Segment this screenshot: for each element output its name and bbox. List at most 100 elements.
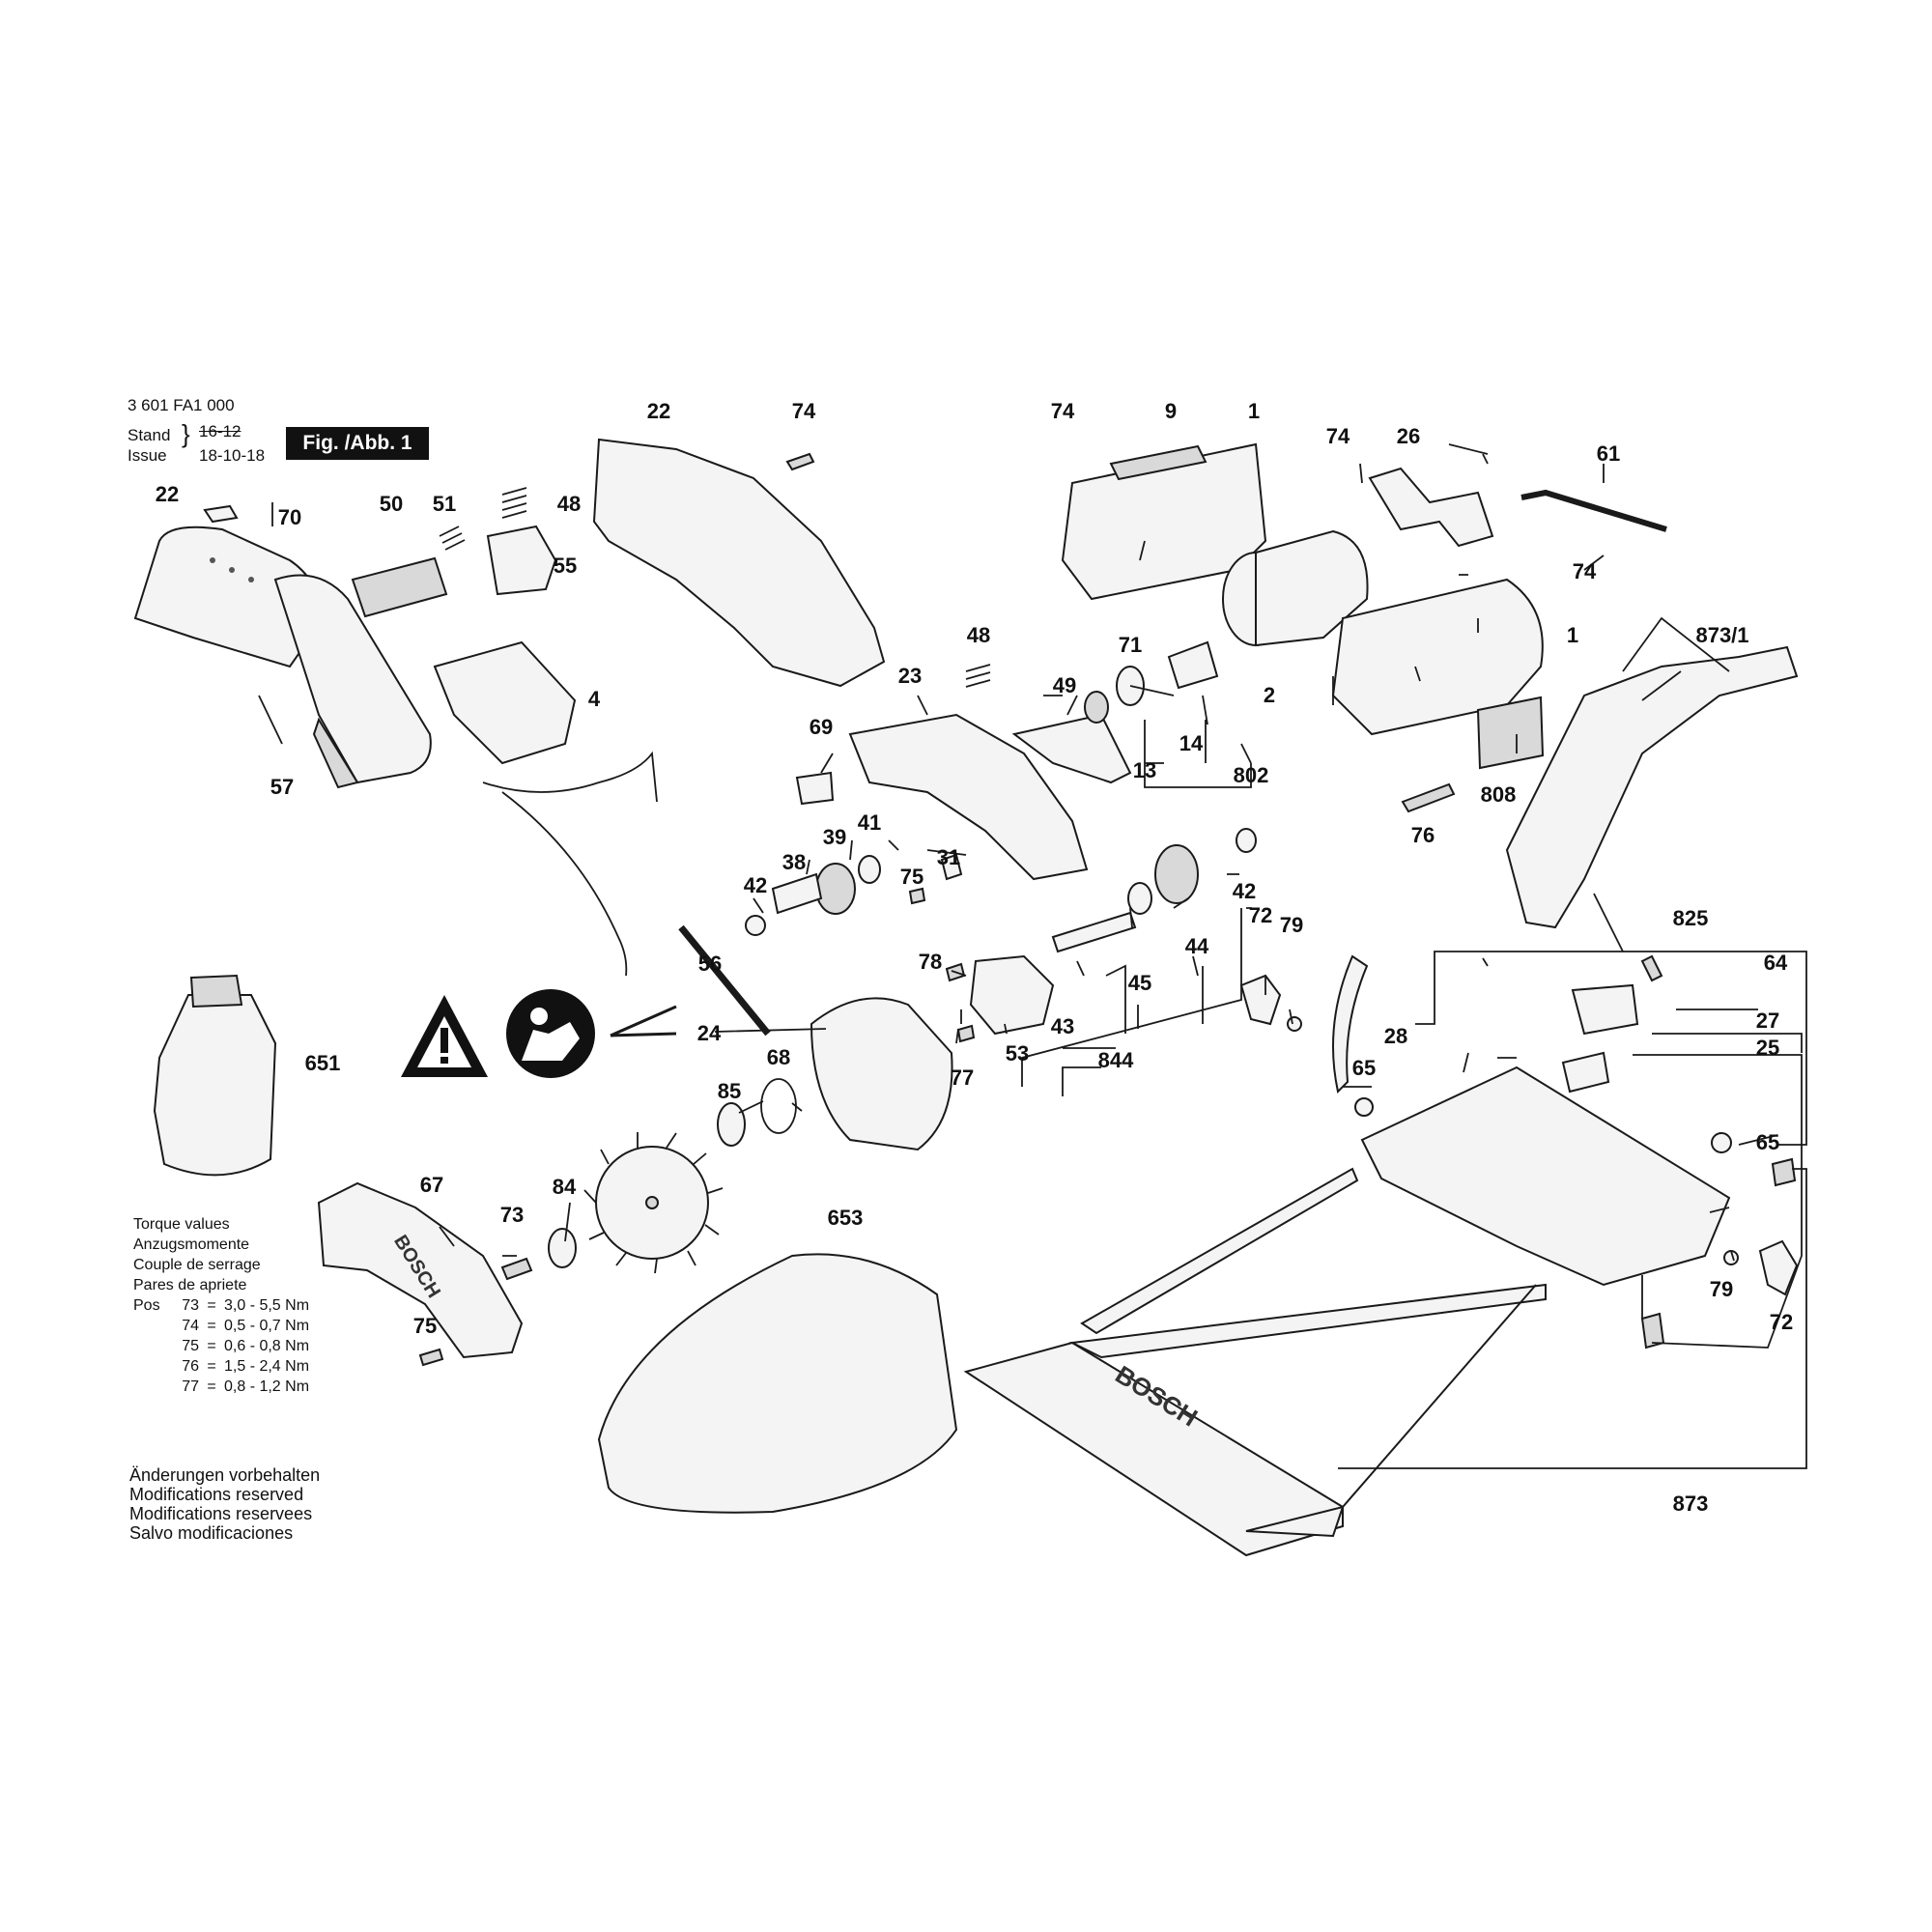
brace-icon: } bbox=[182, 419, 190, 448]
callout-number: 68 bbox=[767, 1045, 790, 1069]
battery-part bbox=[153, 994, 277, 1177]
washer-part bbox=[1287, 1016, 1302, 1032]
modifications-fr: Modifications reservees bbox=[129, 1504, 313, 1523]
callout-number: 27 bbox=[1756, 1009, 1779, 1033]
torque-value: 1,5 - 2,4 Nm bbox=[224, 1358, 310, 1375]
bearing-part bbox=[1084, 691, 1109, 724]
screw-part bbox=[785, 452, 815, 471]
bushing-part bbox=[1354, 1097, 1374, 1117]
callout-number: 50 bbox=[380, 492, 403, 516]
spring-part bbox=[501, 487, 527, 519]
callout-number: 53 bbox=[1006, 1041, 1029, 1065]
issue-label: Issue bbox=[128, 446, 167, 465]
callout-number: 4 bbox=[588, 687, 601, 711]
clamp-knob-part bbox=[1239, 974, 1282, 1026]
callout-number: 70 bbox=[278, 505, 301, 529]
torque-pos: 75 bbox=[182, 1338, 199, 1354]
torque-heading-es: Pares de apriete bbox=[133, 1277, 247, 1293]
torque-row: 74 = 0,5 - 0,7 Nm bbox=[133, 1316, 330, 1336]
callout-number: 61 bbox=[1597, 441, 1620, 466]
callout-number: 72 bbox=[1770, 1310, 1793, 1334]
torque-row: 76 = 1,5 - 2,4 Nm bbox=[133, 1356, 330, 1377]
gear-frame-part bbox=[848, 713, 1089, 881]
callout-number: 873/1 bbox=[1695, 623, 1748, 647]
spring-part bbox=[965, 664, 991, 688]
torque-pos: 76 bbox=[182, 1358, 199, 1375]
saw-blade-part bbox=[583, 1132, 724, 1274]
nut-part bbox=[745, 915, 766, 936]
lower-guard-part bbox=[317, 1181, 524, 1359]
callout-number: 74 bbox=[792, 399, 816, 423]
callout-number: 48 bbox=[967, 623, 990, 647]
bushing-part bbox=[1711, 1132, 1732, 1153]
torque-sign: = bbox=[207, 1358, 216, 1375]
torque-value: 3,0 - 5,5 Nm bbox=[224, 1297, 310, 1314]
nut-part bbox=[1236, 828, 1257, 853]
torque-sign: = bbox=[207, 1297, 216, 1314]
arrow-icon bbox=[610, 1005, 677, 1037]
torque-pos: 73 bbox=[182, 1297, 199, 1314]
callout-number: 802 bbox=[1234, 763, 1269, 787]
modifications-en: Modifications reserved bbox=[129, 1485, 304, 1504]
callout-number: 24 bbox=[697, 1021, 722, 1045]
callout-number: 45 bbox=[1128, 971, 1151, 995]
torque-value: 0,6 - 0,8 Nm bbox=[224, 1338, 310, 1354]
callout-number: 43 bbox=[1051, 1014, 1074, 1038]
torque-heading-de: Anzugsmomente bbox=[133, 1236, 250, 1253]
dust-extraction-part bbox=[1505, 645, 1799, 929]
callout-number: 76 bbox=[1411, 823, 1435, 847]
callout-number: 78 bbox=[919, 950, 942, 974]
torque-value: 0,8 - 1,2 Nm bbox=[224, 1378, 310, 1395]
callout-number: 51 bbox=[433, 492, 456, 516]
torque-sign: = bbox=[207, 1338, 216, 1354]
spring-part bbox=[439, 526, 466, 551]
gear-part bbox=[1154, 844, 1199, 904]
modifications-de: Änderungen vorbehalten bbox=[129, 1465, 321, 1485]
seal-strip-part bbox=[258, 695, 283, 745]
o-ring-part bbox=[760, 1078, 797, 1134]
bushing-part bbox=[940, 853, 963, 881]
callout-number: 31 bbox=[937, 845, 960, 869]
callout-number: 65 bbox=[1756, 1130, 1779, 1154]
torque-table: Torque values Anzugsmomente Couple de se… bbox=[133, 1214, 330, 1397]
callout-number: 75 bbox=[900, 865, 923, 889]
callout-number: 84 bbox=[553, 1175, 577, 1199]
long-screw-part bbox=[678, 924, 771, 1037]
callout-number: 1 bbox=[1567, 623, 1578, 647]
bracket-part bbox=[1368, 467, 1494, 548]
callout-number: 79 bbox=[1280, 913, 1303, 937]
callout-number: 72 bbox=[1249, 903, 1272, 927]
callout-number: 28 bbox=[1384, 1024, 1407, 1048]
callout-number: 808 bbox=[1481, 782, 1517, 807]
callout-number: 74 bbox=[1573, 559, 1597, 583]
flange-part bbox=[969, 954, 1055, 1036]
screw-part bbox=[500, 1257, 533, 1281]
torque-row: 77 = 0,8 - 1,2 Nm bbox=[133, 1377, 330, 1397]
torque-heading-en: Torque values bbox=[133, 1216, 230, 1233]
torque-value: 0,5 - 0,7 Nm bbox=[224, 1318, 310, 1334]
callout-number: 44 bbox=[1185, 934, 1209, 958]
callout-number: 873 bbox=[1673, 1492, 1709, 1516]
handle-housing-part bbox=[133, 526, 432, 789]
motor-part bbox=[1222, 529, 1369, 647]
pin-part bbox=[1640, 954, 1663, 982]
callout-number: 38 bbox=[782, 850, 806, 874]
bearing-part bbox=[858, 855, 881, 884]
callout-number: 67 bbox=[420, 1173, 443, 1197]
shaft-part bbox=[771, 872, 823, 915]
lever-part bbox=[1011, 713, 1132, 784]
callout-number: 69 bbox=[810, 715, 833, 739]
callout-number: 42 bbox=[744, 873, 767, 897]
callout-number: 55 bbox=[554, 554, 577, 578]
screw-part bbox=[1401, 782, 1456, 813]
callout-number: 71 bbox=[1119, 633, 1142, 657]
callout-number: 41 bbox=[858, 810, 881, 835]
plate-part bbox=[795, 771, 835, 806]
callout-number: 39 bbox=[823, 825, 846, 849]
torque-sign: = bbox=[207, 1378, 216, 1395]
callout-number: 57 bbox=[270, 775, 294, 799]
callout-number: 74 bbox=[1326, 424, 1350, 448]
stand-label: Stand bbox=[128, 426, 171, 444]
